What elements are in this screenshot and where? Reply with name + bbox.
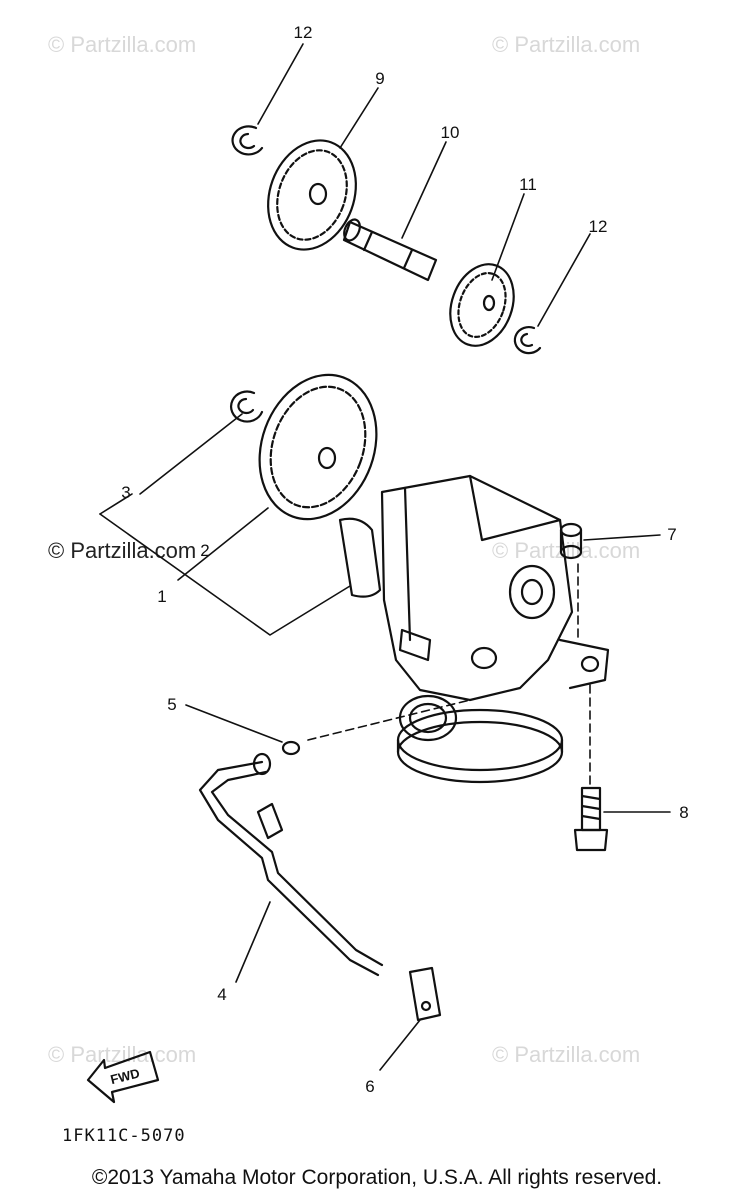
diagram-code: 1FK11C-5070 <box>62 1126 186 1146</box>
o-ring-part-5 <box>281 740 301 756</box>
callout-9: 9 <box>375 69 384 88</box>
watermark-bottom-right: © Partzilla.com <box>492 1042 641 1067</box>
callout-7: 7 <box>667 525 676 544</box>
shaft-part-10 <box>342 218 438 282</box>
callout-6: 6 <box>365 1077 374 1096</box>
watermark-middle-left: © Partzilla.com <box>48 538 197 563</box>
gear-part-2 <box>258 373 378 521</box>
callout-11: 11 <box>519 175 537 194</box>
plate-part-6 <box>408 966 442 1022</box>
forward-arrow-icon <box>86 1050 160 1104</box>
callout-5: 5 <box>167 695 176 714</box>
callout-1: 1 <box>157 587 166 606</box>
forward-label: FWD <box>109 1065 141 1087</box>
copyright-notice: ©2013 Yamaha Motor Corporation, U.S.A. A… <box>91 1166 663 1189</box>
gear-part-9 <box>267 139 357 251</box>
watermark-top-right: © Partzilla.com <box>492 32 641 57</box>
leader-lines <box>99 43 671 1071</box>
gear-part-11 <box>449 263 515 347</box>
callout-2: 2 <box>200 541 209 560</box>
callout-3: 3 <box>121 483 130 502</box>
pipe-part-4 <box>198 752 384 977</box>
circlip-part-12-upper <box>231 125 264 156</box>
watermark-top-left: © Partzilla.com <box>48 32 197 57</box>
callout-12-lower: 12 <box>589 217 608 236</box>
callout-12-upper: 12 <box>294 23 313 42</box>
circlip-part-12-lower <box>513 326 542 355</box>
callout-10: 10 <box>441 123 460 142</box>
callout-4: 4 <box>217 985 226 1004</box>
dowel-part-7 <box>559 522 583 560</box>
callout-8: 8 <box>679 803 688 822</box>
pump-body-part-1 <box>338 474 610 784</box>
circlip-part-3 <box>230 390 264 423</box>
bolt-part-8 <box>573 786 609 852</box>
